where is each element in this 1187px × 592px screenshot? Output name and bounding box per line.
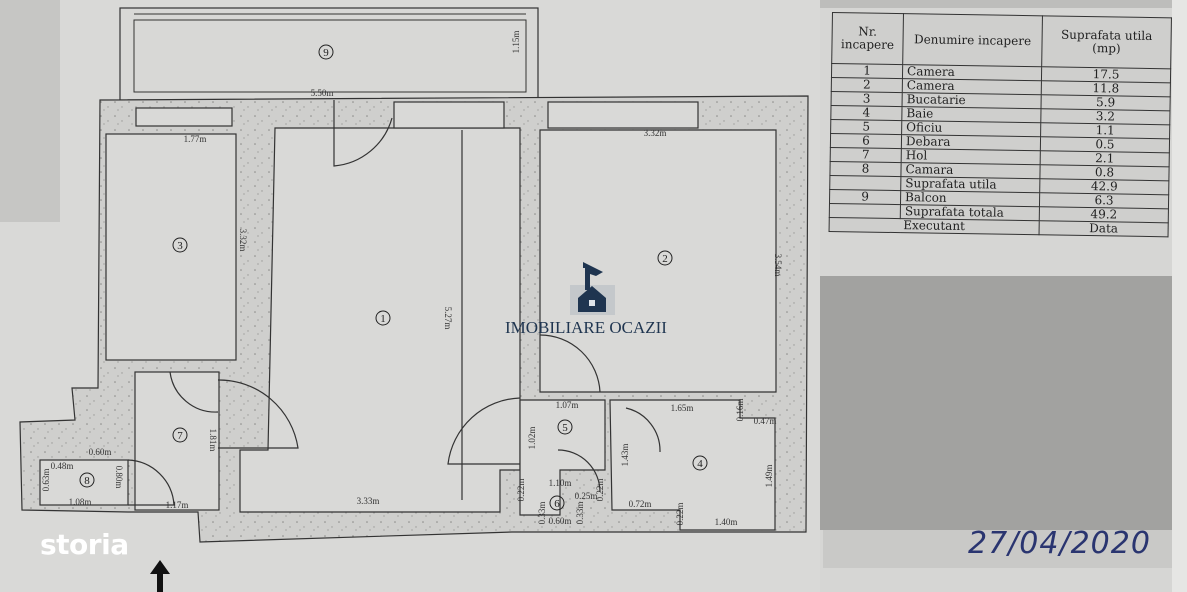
cell-nr: 7 — [830, 147, 902, 163]
photo-edge — [820, 0, 1187, 8]
svg-text:0.60m: 0.60m — [549, 516, 572, 526]
cell-nr: 3 — [831, 91, 903, 107]
svg-text:0.80m: 0.80m — [114, 466, 124, 489]
area-table: Nr. incapere Denumire incapere Suprafata… — [828, 12, 1172, 238]
svg-text:3.54m: 3.54m — [773, 254, 783, 277]
svg-text:0.72m: 0.72m — [629, 499, 652, 509]
floor-plan: 9 3 1 2 4 5 6 7 8 5.50m 1.15m 1.77m 3.32… — [0, 0, 809, 592]
svg-text:1.10m: 1.10m — [549, 478, 572, 488]
storia-logo: storia — [40, 528, 129, 561]
svg-text:0.22m: 0.22m — [595, 479, 605, 502]
svg-text:0.25m: 0.25m — [575, 491, 598, 501]
svg-text:5.27m: 5.27m — [443, 307, 453, 330]
room-label-7: 7 — [172, 427, 188, 443]
svg-text:1.02m: 1.02m — [527, 427, 537, 450]
svg-text:1.17m: 1.17m — [166, 500, 189, 510]
cell-nr: 2 — [831, 77, 903, 93]
watermark-text: IMOBILIARE OCAZII — [505, 318, 667, 337]
header-nr: Nr. incapere — [831, 12, 904, 65]
svg-text:8: 8 — [84, 475, 90, 487]
svg-text:3.32m: 3.32m — [238, 229, 248, 252]
svg-text:1.07m: 1.07m — [556, 400, 579, 410]
svg-text:1: 1 — [380, 313, 386, 325]
svg-text:0.33m: 0.33m — [575, 502, 585, 525]
watermark-house-logo — [570, 262, 615, 315]
date-strip — [823, 530, 1173, 568]
door-swings — [127, 100, 661, 506]
svg-text:1.08m: 1.08m — [69, 497, 92, 507]
cell-nr: 6 — [830, 133, 902, 149]
svg-text:9: 9 — [323, 47, 329, 59]
svg-text:1.81m: 1.81m — [208, 429, 218, 452]
cell-nr: 8 — [829, 161, 902, 177]
svg-text:3: 3 — [177, 240, 183, 252]
svg-text:1.49m: 1.49m — [764, 465, 774, 488]
svg-text:0.60m: 0.60m — [89, 447, 112, 457]
cell-nr: 5 — [830, 119, 902, 135]
executant-label: Executant — [829, 217, 1040, 235]
svg-text:4: 4 — [697, 458, 703, 470]
room-label-3: 3 — [172, 237, 188, 253]
svg-text:0.22m: 0.22m — [516, 479, 526, 502]
svg-text:1.77m: 1.77m — [184, 134, 207, 144]
table-header-row: Nr. incapere Denumire incapere Suprafata… — [831, 12, 1172, 69]
room-label-9: 9 — [318, 44, 334, 60]
room-label-5: 5 — [557, 419, 573, 435]
svg-text:5: 5 — [562, 422, 568, 434]
svg-text:0.47m: 0.47m — [754, 416, 777, 426]
svg-text:1.65m: 1.65m — [671, 403, 694, 413]
room-label-1: 1 — [375, 310, 391, 326]
date-label: Data — [1039, 220, 1169, 237]
room-label-2: 2 — [657, 250, 673, 266]
header-area: Suprafata utila (mp) — [1041, 15, 1172, 69]
svg-text:0.33m: 0.33m — [537, 502, 547, 525]
svg-text:1.15m: 1.15m — [511, 31, 521, 54]
svg-text:3.33m: 3.33m — [357, 496, 380, 506]
cell-nr: 1 — [831, 63, 903, 79]
rooms — [39, 101, 777, 531]
svg-text:6: 6 — [554, 498, 560, 510]
arrow-up-icon — [150, 560, 170, 592]
header-name: Denumire incapere — [902, 13, 1043, 67]
svg-text:3.32m: 3.32m — [644, 128, 667, 138]
balcony — [119, 7, 539, 101]
svg-text:0.22m: 0.22m — [675, 503, 685, 526]
handwritten-date: 27/04/2020 — [968, 526, 1151, 561]
room-number-labels: 9 3 1 2 4 5 6 7 8 — [79, 44, 708, 511]
dimension-labels: 5.50m 1.15m 1.77m 3.32m 5.27m 3.33m 3.32… — [41, 31, 783, 527]
svg-text:7: 7 — [177, 430, 183, 442]
svg-text:1.40m: 1.40m — [715, 517, 738, 527]
svg-text:0.48m: 0.48m — [51, 461, 74, 471]
svg-text:2: 2 — [662, 253, 668, 265]
room-label-4: 4 — [692, 455, 708, 471]
svg-text:0.16m: 0.16m — [735, 399, 745, 422]
cell-nr: 4 — [830, 105, 903, 121]
svg-text:5.50m: 5.50m — [311, 88, 334, 98]
room-label-8: 8 — [79, 472, 95, 488]
room-label-6: 6 — [549, 495, 565, 511]
svg-text:0.63m: 0.63m — [41, 469, 51, 492]
photo-edge-right — [1172, 0, 1187, 592]
svg-text:1.43m: 1.43m — [620, 444, 630, 467]
redacted-area — [820, 276, 1187, 530]
